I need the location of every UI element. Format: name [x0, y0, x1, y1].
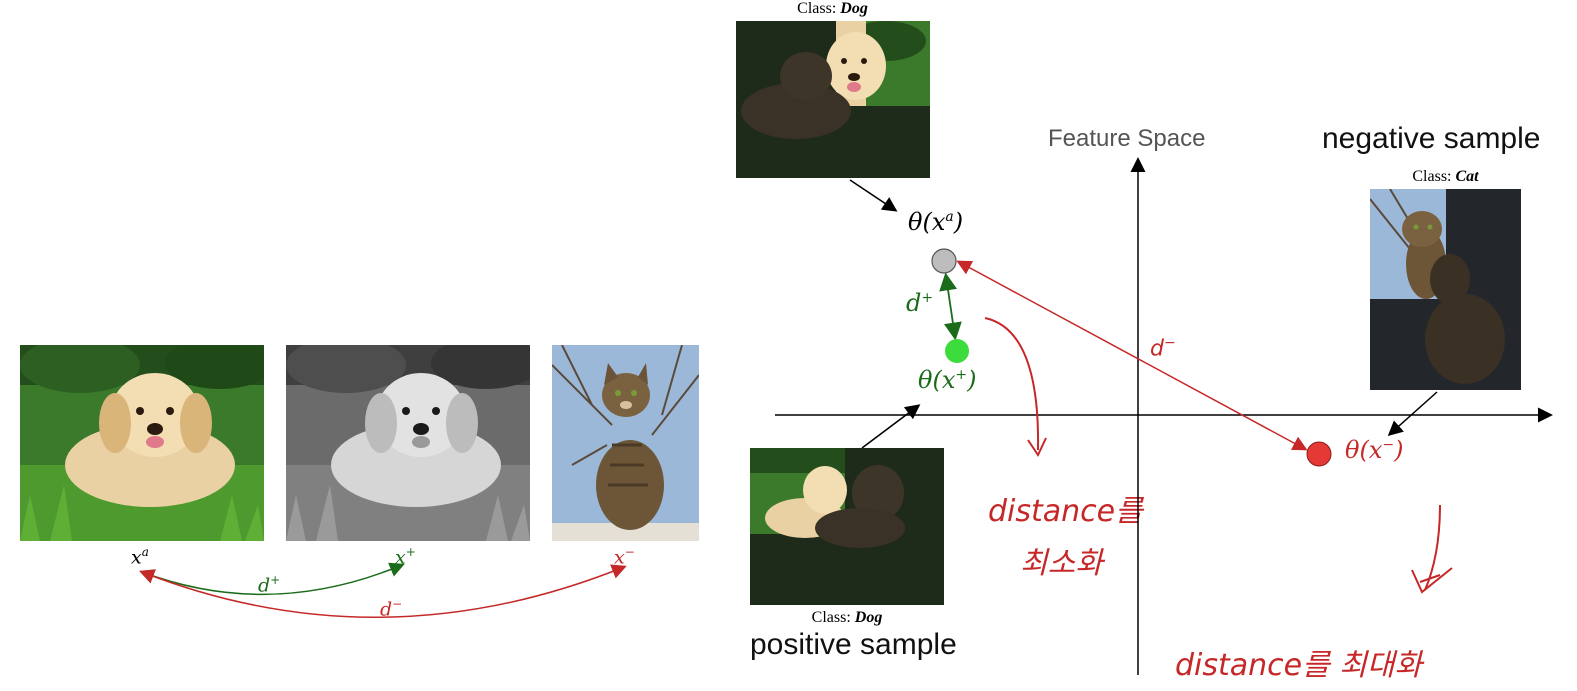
positive-sample-title: positive sample	[750, 628, 957, 661]
negative-label: x−	[614, 545, 635, 569]
theta-negative-label: θ(x−)	[1345, 436, 1404, 464]
negative-sample-title: negative sample	[1322, 122, 1541, 155]
negative-augmented-cat-photo	[1370, 189, 1521, 390]
right-d-plus-label: d+	[906, 289, 934, 317]
note-maximize: distance를 최대화	[1175, 648, 1423, 683]
left-d-plus-label: d+	[258, 573, 281, 597]
positive-point	[945, 339, 969, 363]
left-d-minus-label: d−	[380, 597, 403, 621]
positive-augmented-dog-photo	[750, 448, 944, 605]
anchor-point	[931, 248, 957, 274]
maximize-hand-arrow	[1424, 504, 1441, 591]
negative-point	[1306, 441, 1332, 467]
negative-cat-photo	[552, 345, 699, 541]
theta-anchor-label: θ(xa)	[908, 208, 964, 236]
anchor-augmented-dog-photo	[736, 21, 930, 178]
negative-class-label: Class: Cat	[1412, 168, 1479, 185]
anchor-dog-photo	[20, 345, 264, 541]
feature-space-title: Feature Space	[1048, 125, 1206, 152]
positive-gray-dog-photo	[286, 345, 530, 541]
note-minimize-line2: 최소화	[1020, 546, 1103, 581]
theta-positive-label: θ(x+)	[918, 366, 977, 394]
minimize-hand-arrow	[984, 317, 1040, 451]
anchor-image-arrow	[849, 179, 898, 212]
right-d-minus-label: d−	[1150, 335, 1176, 362]
top-class-label: Class: Dog	[797, 0, 868, 17]
d-plus-arrow	[939, 272, 962, 341]
anchor-label: xa	[131, 545, 149, 569]
negative-image-arrow	[1387, 391, 1438, 436]
d-minus-arrow	[956, 260, 1308, 451]
positive-class-label: Class: Dog	[811, 609, 883, 626]
note-minimize-line1: distance를	[988, 494, 1143, 529]
positive-image-arrow	[861, 404, 921, 449]
positive-label: x+	[395, 545, 416, 569]
